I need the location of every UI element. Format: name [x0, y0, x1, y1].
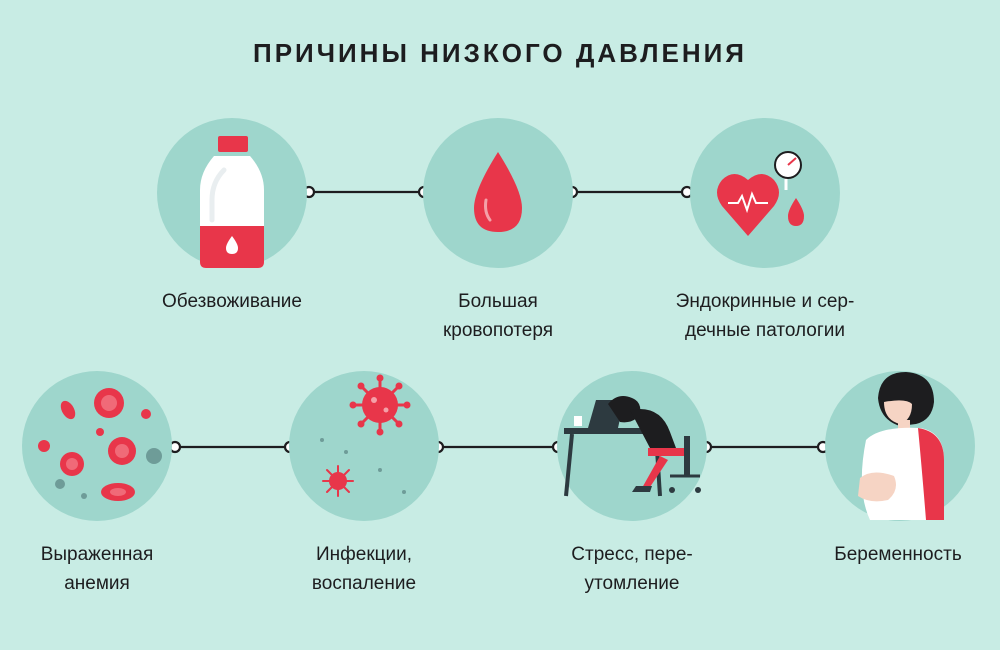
water-bottle-icon: [157, 118, 307, 268]
connector-4-5: [168, 440, 297, 454]
virus-icon: [289, 371, 439, 521]
cause-label: Стресс, пере- утомление: [571, 544, 693, 594]
blood-cells-icon: [22, 371, 172, 521]
page-title: ПРИЧИНЫ НИЗКОГО ДАВЛЕНИЯ: [253, 38, 747, 68]
heart-pressure-icon: [690, 118, 840, 268]
tired-person-icon: [557, 371, 707, 521]
cause-label: Большая кровопотеря: [442, 291, 554, 341]
connector-2-3: [565, 185, 694, 199]
connector-6-7: [699, 440, 830, 454]
cause-label: Инфекции, воспаление: [311, 544, 417, 594]
cause-label: Эндокринные и сер- дечные патологии: [675, 291, 855, 341]
pregnant-woman-icon: [825, 371, 975, 521]
blood-drop-icon: [423, 118, 573, 268]
cause-label: Обезвоживание: [162, 291, 302, 312]
cause-label: Выраженная анемия: [40, 544, 154, 594]
cause-label: Беременность: [834, 544, 962, 565]
connector-5-6: [431, 440, 565, 454]
connector-1-2: [302, 185, 431, 199]
